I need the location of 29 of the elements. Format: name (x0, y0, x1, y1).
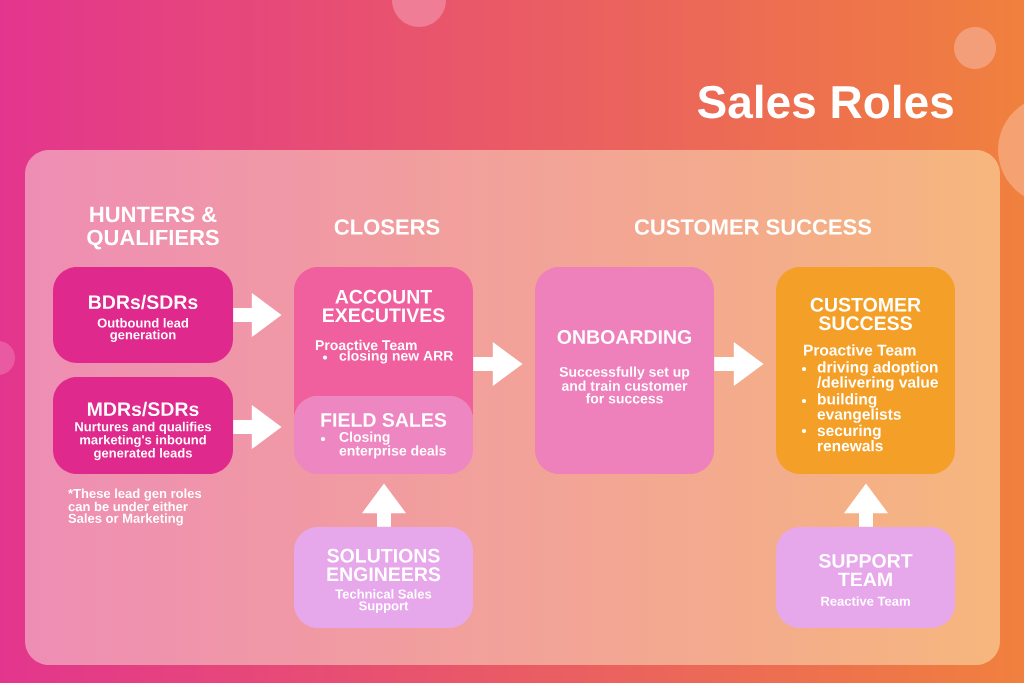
role-subtitle: Proactive Team (804, 344, 916, 356)
role-box (294, 527, 473, 628)
role-box (53, 377, 233, 474)
role-box (776, 527, 955, 628)
role-title: SUPPORT TEAM (818, 553, 913, 587)
role-description: Reactive Team (821, 596, 910, 606)
role-title: MDRs/SDRs (87, 401, 199, 417)
footnote: *These lead gen roles can be under either Sales or Marketing (68, 488, 202, 526)
role-box (535, 267, 714, 474)
role-description: Nurtures and qualifies marketing's inbound generated leads (75, 421, 212, 461)
column-heading: CUSTOMER SUCCESS (634, 219, 872, 235)
page-title: Sales Roles (697, 84, 953, 119)
role-title: FIELD SALES (321, 413, 447, 427)
bullet-text: Closing enterprise deals (339, 431, 446, 459)
role-box (53, 267, 233, 363)
role-description: Outbound lead generation (97, 318, 188, 342)
role-title: ACCOUNT EXECUTIVES (323, 289, 445, 323)
role-title: SOLUTIONS ENGINEERS (327, 548, 441, 582)
column-heading: CLOSERS (334, 219, 440, 235)
bullet-text: securing renewals (817, 424, 883, 452)
role-description: Technical Sales Support (335, 589, 432, 613)
bullet-text: closing new ARR (339, 350, 454, 364)
role-title: ONBOARDING (557, 330, 691, 344)
role-description: Successfully set up and train customer for success (559, 366, 690, 404)
role-box (294, 396, 473, 474)
role-title: CUSTOMER SUCCESS (810, 297, 921, 331)
role-title: BDRs/SDRs (89, 294, 198, 310)
role-subtitle: Proactive Team (315, 339, 417, 351)
role-box (776, 267, 955, 474)
